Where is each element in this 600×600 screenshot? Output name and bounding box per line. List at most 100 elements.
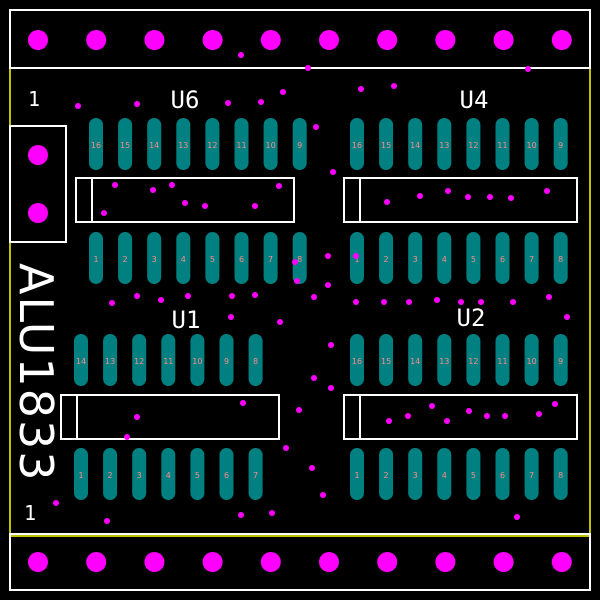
chip-pin-number: 16 bbox=[91, 141, 101, 150]
chip-pad bbox=[190, 448, 205, 500]
chip-pad bbox=[74, 334, 88, 386]
chip-pin-number: 6 bbox=[500, 471, 505, 480]
chip-pin-number: 2 bbox=[384, 471, 389, 480]
chip-pin-number: 9 bbox=[558, 141, 563, 150]
chip-pin-number: 12 bbox=[134, 357, 144, 366]
via bbox=[406, 299, 412, 305]
via bbox=[552, 401, 558, 407]
chip-pin-number: 7 bbox=[253, 471, 258, 480]
chip-pin-number: 10 bbox=[527, 357, 537, 366]
via bbox=[309, 465, 315, 471]
via bbox=[384, 199, 390, 205]
via bbox=[276, 183, 282, 189]
chip-pad bbox=[292, 118, 307, 170]
chip-pin-number: 14 bbox=[410, 357, 420, 366]
chip-pad bbox=[103, 448, 118, 500]
chip-pad bbox=[408, 118, 423, 170]
via bbox=[311, 375, 317, 381]
via bbox=[280, 89, 286, 95]
chip-pad bbox=[495, 334, 510, 386]
via bbox=[225, 100, 231, 106]
chip-body-outline bbox=[343, 177, 578, 223]
connector-pin bbox=[144, 552, 165, 572]
chip-pin-number: 5 bbox=[471, 255, 476, 264]
connector-pin bbox=[377, 552, 398, 572]
chip-pad bbox=[132, 448, 147, 500]
via bbox=[514, 514, 520, 520]
chip-pin-number: 6 bbox=[224, 471, 229, 480]
chip-pin-number: 13 bbox=[439, 357, 449, 366]
connector-pin bbox=[28, 145, 48, 165]
via bbox=[283, 445, 289, 451]
side-connector-outline bbox=[9, 125, 67, 243]
chip-pin-number: 11 bbox=[163, 357, 173, 366]
chip-pin-number: 7 bbox=[529, 255, 534, 264]
via bbox=[546, 294, 552, 300]
connector-pin bbox=[28, 30, 48, 50]
chip-pin-number: 13 bbox=[178, 141, 188, 150]
chip-body-outline bbox=[60, 394, 280, 440]
via bbox=[134, 101, 140, 107]
chip-pin-number: 15 bbox=[381, 357, 391, 366]
via bbox=[544, 188, 550, 194]
chip-pin-number: 2 bbox=[123, 255, 128, 264]
via bbox=[478, 299, 484, 305]
via bbox=[313, 124, 319, 130]
chip-pad bbox=[495, 448, 510, 500]
chip-pad bbox=[466, 232, 481, 284]
connector-pin bbox=[86, 30, 107, 50]
bottom-connector-pins bbox=[28, 552, 572, 572]
chip-pin-number: 12 bbox=[468, 141, 478, 150]
chip-pad bbox=[524, 334, 539, 386]
chip-pad bbox=[379, 118, 394, 170]
chip-pin-number: 10 bbox=[266, 141, 276, 150]
chip-pin-number: 14 bbox=[76, 357, 86, 366]
chip-pin-number: 5 bbox=[210, 255, 215, 264]
chip-body-outline bbox=[343, 394, 578, 440]
via bbox=[358, 86, 364, 92]
via bbox=[466, 408, 472, 414]
connector-pin bbox=[435, 30, 456, 50]
via bbox=[405, 413, 411, 419]
top-connector-outline bbox=[9, 9, 591, 69]
via bbox=[484, 413, 490, 419]
via bbox=[238, 52, 244, 58]
via bbox=[252, 292, 258, 298]
chip-pad bbox=[132, 334, 147, 386]
chip-pad bbox=[89, 232, 103, 284]
chip-pad bbox=[118, 232, 133, 284]
chip-pad bbox=[219, 448, 234, 500]
chip-pad bbox=[147, 118, 162, 170]
via bbox=[444, 418, 450, 424]
chip-pin-number: 6 bbox=[239, 255, 244, 264]
via bbox=[277, 319, 283, 325]
connector-pin bbox=[260, 552, 281, 572]
chip-pad bbox=[466, 448, 481, 500]
chip-ref-label: U6 bbox=[171, 86, 200, 114]
chip-pad bbox=[219, 334, 234, 386]
via bbox=[502, 413, 508, 419]
chip-pin-number: 12 bbox=[207, 141, 217, 150]
chip-pad bbox=[553, 334, 568, 386]
via bbox=[124, 434, 130, 440]
top-connector-pins bbox=[28, 30, 572, 50]
chip-pad bbox=[379, 232, 394, 284]
side-connector bbox=[9, 125, 67, 243]
chip-pad bbox=[437, 448, 452, 500]
connector-pin bbox=[28, 552, 48, 572]
via bbox=[228, 314, 234, 320]
via bbox=[458, 299, 464, 305]
connector-pin bbox=[28, 203, 48, 223]
chip-pad bbox=[161, 448, 176, 500]
chip-pad bbox=[379, 448, 394, 500]
chip-pin-number: 8 bbox=[558, 255, 563, 264]
via bbox=[53, 500, 59, 506]
chip-pin-number: 3 bbox=[413, 471, 418, 480]
connector-pin bbox=[377, 30, 398, 50]
chip-pin-number: 4 bbox=[442, 471, 447, 480]
chip-pad bbox=[350, 118, 364, 170]
